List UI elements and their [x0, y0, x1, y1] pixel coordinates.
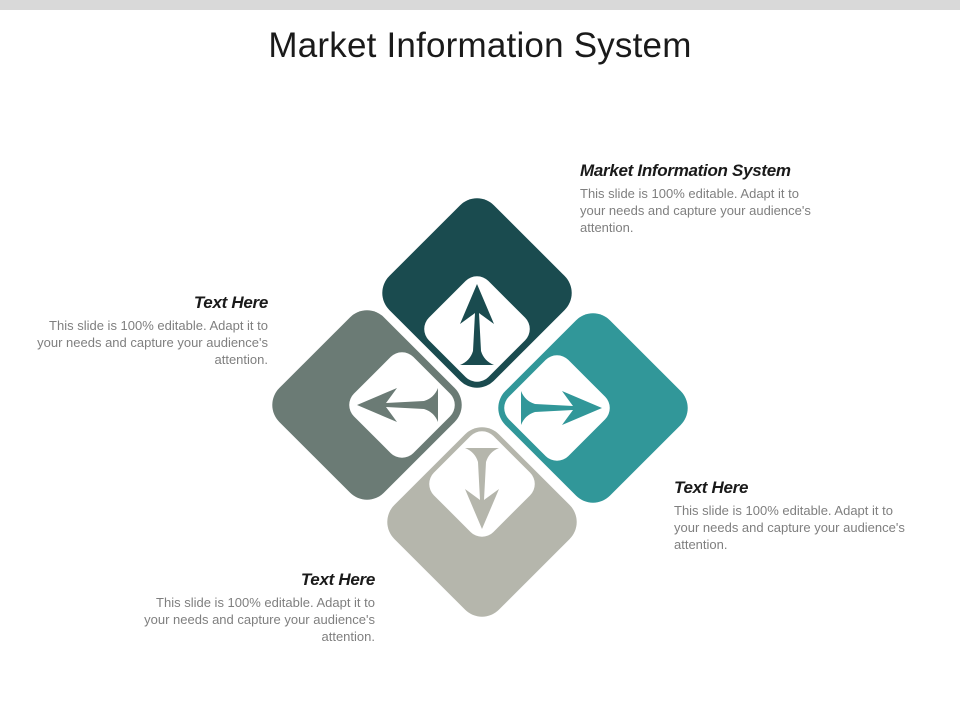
callout-top-body: This slide is 100% editable. Adapt it to… [580, 186, 811, 235]
arrow-down-icon [465, 448, 499, 529]
tile-top [382, 198, 572, 388]
callout-right-heading: Text Here [674, 478, 749, 497]
callout-top-heading: Market Information System [580, 161, 791, 180]
arrow-left-icon [357, 388, 438, 422]
slide-title: Market Information System [268, 26, 692, 65]
tile-left [272, 310, 462, 500]
tile-bottom [387, 427, 577, 617]
callout-left-heading: Text Here [193, 293, 268, 312]
arrow-up-icon [460, 284, 494, 365]
tile-right [498, 313, 688, 503]
callout-bottom-heading: Text Here [300, 570, 375, 589]
callout-left: Text Here This slide is 100% editable. A… [28, 293, 268, 368]
callout-top: Market Information System This slide is … [580, 161, 820, 236]
callout-right: Text Here This slide is 100% editable. A… [674, 478, 914, 553]
arrow-right-icon [521, 391, 602, 425]
callout-left-body: This slide is 100% editable. Adapt it to… [37, 318, 268, 367]
callout-right-body: This slide is 100% editable. Adapt it to… [674, 503, 905, 552]
callout-bottom-body: This slide is 100% editable. Adapt it to… [144, 595, 375, 644]
callout-bottom: Text Here This slide is 100% editable. A… [135, 570, 375, 645]
top-bar [0, 0, 960, 10]
